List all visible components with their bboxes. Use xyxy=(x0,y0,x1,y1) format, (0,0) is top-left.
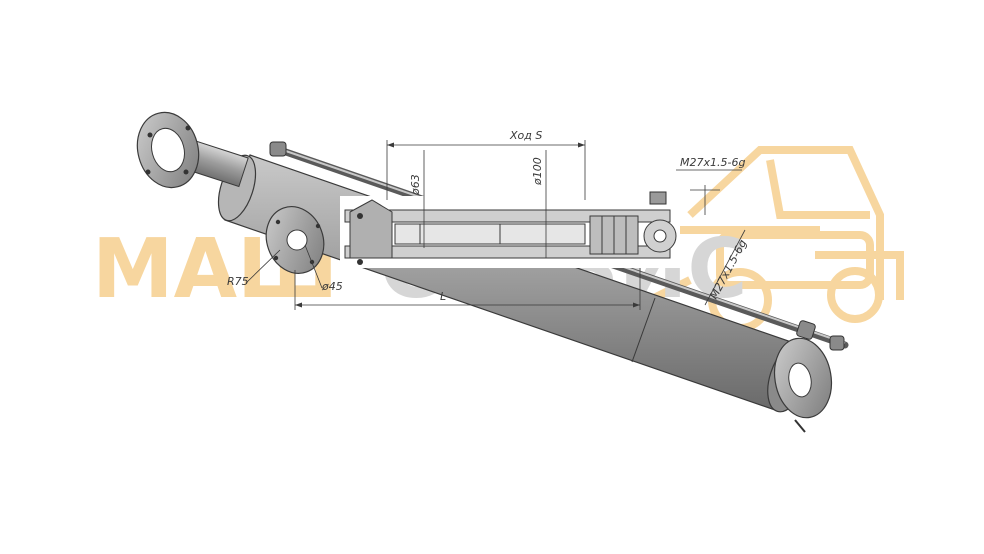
dim-length-label: L xyxy=(440,290,446,303)
dim-bore-diameter-label: ø100 xyxy=(531,157,544,186)
dim-stroke-label: Ход S xyxy=(509,129,542,142)
base-mount-eye xyxy=(773,337,833,433)
rod-end-eye xyxy=(136,111,249,189)
dim-radius-label: R75 xyxy=(227,275,249,288)
dimension-arrows xyxy=(295,142,640,308)
dim-rod-diameter-label: ø63 xyxy=(409,174,422,196)
dim-pin-diameter-label: ø45 xyxy=(321,280,343,293)
dim-thread-top-label: M27x1.5-6g xyxy=(680,156,745,169)
section-view xyxy=(340,191,680,268)
dimension-lines xyxy=(245,140,746,310)
